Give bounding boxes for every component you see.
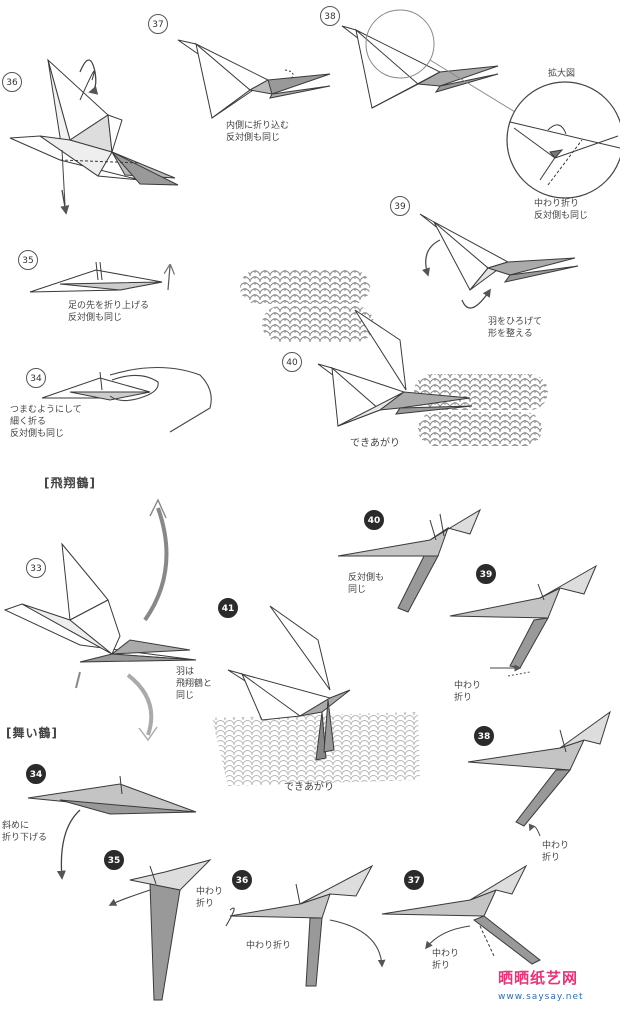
label-step39b: 中わり 折り xyxy=(454,680,481,704)
step35-top-fold xyxy=(30,262,162,292)
step-number-36b: 36 xyxy=(232,870,252,890)
step34b-fold xyxy=(28,776,196,814)
pattern-cloud xyxy=(418,412,542,446)
label-finished-bottom: できあがり xyxy=(284,782,334,794)
label-step34: つまむようにして 細く折る 反対側も同じ xyxy=(10,404,82,440)
label-step34b: 斜めに 折り下げる xyxy=(2,820,47,844)
step-number-36: 36 xyxy=(2,72,22,92)
step36-crane xyxy=(10,60,178,205)
fold-arrow xyxy=(330,920,382,966)
label-finished-top: できあがり xyxy=(350,438,400,450)
fold-arrow xyxy=(61,810,80,878)
hand-drawing xyxy=(110,368,211,433)
label-step37b: 中わり 折り xyxy=(432,948,459,972)
section-title-mai: [舞い鶴] xyxy=(6,724,58,741)
step34-top-fold xyxy=(42,372,150,400)
watermark-title: 晒晒纸艺网 xyxy=(498,967,578,988)
step-number-35: 35 xyxy=(18,250,38,270)
fold-line xyxy=(508,672,530,676)
step40b-crane xyxy=(338,510,480,612)
label-step40b: 反対側も 同じ xyxy=(348,572,384,596)
step-number-33: 33 xyxy=(26,558,46,578)
step38-crane xyxy=(342,26,498,108)
label-step39: 羽をひろげて 形を整える xyxy=(488,316,542,340)
label-step35b: 中わり 折り xyxy=(196,886,223,910)
step39-crane xyxy=(420,214,578,290)
label-step36b: 中わり折り xyxy=(246,940,291,952)
fold-arrow xyxy=(110,890,150,905)
step-number-40: 40 xyxy=(282,352,302,372)
step-number-37: 37 xyxy=(148,14,168,34)
fold-up-arrow xyxy=(168,266,170,290)
fold-arrow xyxy=(426,926,470,948)
pattern-ground xyxy=(212,712,420,786)
label-step37: 内側に折り込む 反対側も同じ xyxy=(226,120,289,144)
step37-crane xyxy=(178,40,330,118)
spread-arrow xyxy=(462,290,490,308)
step39b-crane xyxy=(450,566,596,668)
label-step35: 足の先を折り上げる 反対側も同じ xyxy=(68,300,149,324)
label-step38: 中わり折り 反対側も同じ xyxy=(534,198,588,222)
pattern-cloud xyxy=(414,374,548,410)
watermark-url: www.saysay.net xyxy=(498,992,584,1002)
open-arrow-up xyxy=(145,508,166,620)
fold-arrow xyxy=(530,826,540,836)
spread-arrow xyxy=(426,240,440,275)
step-number-35b: 35 xyxy=(104,850,124,870)
tail-mark xyxy=(76,672,80,688)
open-arrow-down xyxy=(128,675,151,735)
step-number-38: 38 xyxy=(320,6,340,26)
step-number-40b: 40 xyxy=(364,510,384,530)
zoom-detail-circle xyxy=(507,82,620,198)
pattern-cloud xyxy=(240,270,370,304)
label-zoom: 拡大図 xyxy=(548,68,575,80)
step-number-39b: 39 xyxy=(476,564,496,584)
step35b-fold xyxy=(130,860,210,1000)
step-number-34b: 34 xyxy=(26,764,46,784)
step-number-39: 39 xyxy=(390,196,410,216)
label-step41: 羽は 飛翔鶴と 同じ xyxy=(176,666,212,702)
step-number-34: 34 xyxy=(26,368,46,388)
section-title-hishou: [飛翔鶴] xyxy=(44,474,96,491)
step-number-38b: 38 xyxy=(474,726,494,746)
step-number-41: 41 xyxy=(218,598,238,618)
step-number-37b: 37 xyxy=(404,870,424,890)
label-step38b: 中わり 折り xyxy=(542,840,569,864)
fold-arrow xyxy=(226,908,234,926)
